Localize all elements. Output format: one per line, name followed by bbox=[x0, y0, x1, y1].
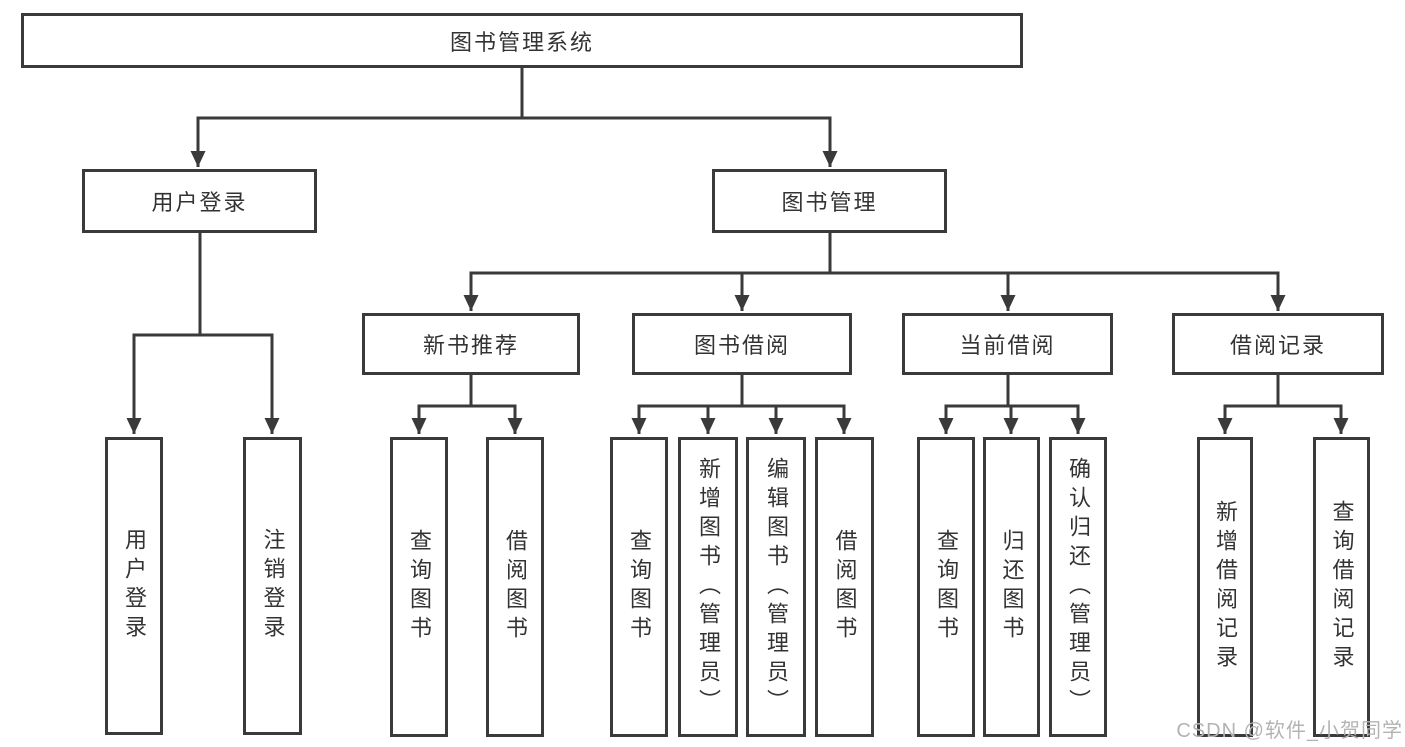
leaf-borrow-books-recommend: 借阅图书 bbox=[486, 437, 544, 737]
leaf-user-login: 用户登录 bbox=[105, 437, 163, 735]
leaf-query-borrow-record-label: 查询借阅记录 bbox=[1329, 500, 1355, 674]
node-borrow-records-label: 借阅记录 bbox=[1229, 333, 1326, 358]
tree-connectors bbox=[126, 68, 1349, 434]
leaf-query-books-borrow-label: 查询图书 bbox=[627, 529, 652, 645]
leaf-add-books-admin-label: 新增图书（管理员） bbox=[696, 456, 721, 718]
leaf-query-books-recommend: 查询图书 bbox=[390, 437, 448, 737]
leaf-query-books-borrow: 查询图书 bbox=[610, 437, 668, 737]
node-user-login: 用户登录 bbox=[82, 169, 317, 233]
leaf-query-books-current: 查询图书 bbox=[917, 437, 975, 737]
leaf-logout: 注销登录 bbox=[243, 437, 302, 735]
node-user-login-label: 用户登录 bbox=[151, 190, 248, 215]
leaf-add-borrow-record-label: 新增借阅记录 bbox=[1213, 500, 1238, 674]
leaf-query-borrow-record: 查询借阅记录 bbox=[1313, 437, 1370, 737]
leaf-confirm-return-admin: 确认归还（管理员） bbox=[1049, 437, 1107, 737]
leaf-query-books-current-label: 查询图书 bbox=[934, 529, 959, 645]
node-current-borrow: 当前借阅 bbox=[902, 313, 1113, 375]
leaf-borrow-books-label: 借阅图书 bbox=[832, 529, 858, 645]
node-root-system: 图书管理系统 bbox=[21, 13, 1023, 68]
csdn-watermark: CSDN @软件_小贺同学 bbox=[1176, 720, 1403, 742]
leaf-add-borrow-record: 新增借阅记录 bbox=[1197, 437, 1253, 737]
leaf-borrow-books: 借阅图书 bbox=[815, 437, 874, 737]
leaf-confirm-return-admin-label: 确认归还（管理员） bbox=[1066, 456, 1091, 718]
node-new-book-recommend: 新书推荐 bbox=[362, 313, 580, 375]
node-root-label: 图书管理系统 bbox=[449, 29, 594, 55]
leaf-query-books-recommend-label: 查询图书 bbox=[407, 529, 432, 645]
leaf-edit-books-admin: 编辑图书（管理员） bbox=[746, 437, 806, 737]
node-borrow-records: 借阅记录 bbox=[1172, 313, 1384, 375]
leaf-return-books: 归还图书 bbox=[983, 437, 1040, 737]
node-current-borrow-label: 当前借阅 bbox=[959, 333, 1056, 358]
leaf-user-login-label: 用户登录 bbox=[122, 528, 147, 644]
node-new-book-recommend-label: 新书推荐 bbox=[422, 333, 519, 358]
node-book-borrow: 图书借阅 bbox=[632, 313, 852, 375]
leaf-edit-books-admin-label: 编辑图书（管理员） bbox=[764, 456, 789, 718]
node-book-management: 图书管理 bbox=[712, 169, 947, 233]
leaf-borrow-books-recommend-label: 借阅图书 bbox=[503, 529, 528, 645]
leaf-add-books-admin: 新增图书（管理员） bbox=[678, 437, 738, 737]
node-book-management-label: 图书管理 bbox=[781, 190, 878, 215]
node-book-borrow-label: 图书借阅 bbox=[693, 333, 790, 358]
leaf-logout-label: 注销登录 bbox=[260, 528, 286, 644]
leaf-return-books-label: 归还图书 bbox=[999, 529, 1025, 645]
